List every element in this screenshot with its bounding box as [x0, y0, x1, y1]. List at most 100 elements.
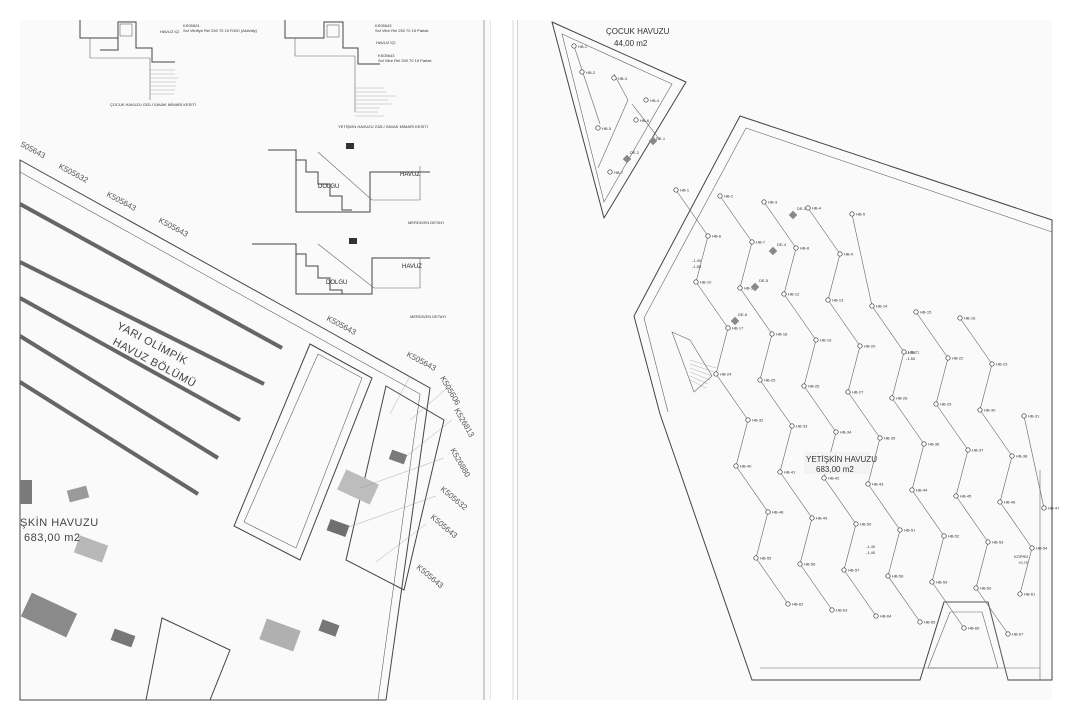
nozzle-node: [781, 291, 787, 297]
nozzle-node: [873, 613, 879, 619]
left-sheet: HAVUZ İÇİ KS05624 Sol Vitrifiye Rel 250 …: [18, 20, 492, 701]
nozzle-label: HB-31: [1028, 414, 1040, 419]
sheet-divider: [491, 20, 513, 700]
stair-structure-1: [295, 160, 430, 213]
stair-profile-2: [252, 243, 352, 295]
tile-code-leaders: [345, 375, 453, 563]
nozzle-node: [977, 407, 983, 413]
adult-pool-plan: HB-1HB-2HB-3HB-4HB-5HB-6HB-7HB-8HB-9HB-1…: [633, 115, 1060, 681]
nozzle-node: [813, 337, 819, 343]
nozzle-node: [897, 527, 903, 533]
pool-outline: [19, 159, 431, 701]
node-label: HB-2: [586, 70, 596, 75]
nozzle-label: HB-44: [916, 488, 928, 493]
nozzle-label: HB-25: [764, 378, 776, 383]
node-label: HB-5: [602, 126, 612, 131]
drain-label: DE-2: [630, 150, 640, 155]
fixture-blocks: [20, 449, 408, 652]
nozzle-label: HB-20: [864, 344, 876, 349]
pipe-line: [719, 195, 833, 611]
child-pool-name: ÇOCUK HAVUZU: [606, 27, 670, 36]
drain-label: DE-3: [797, 206, 807, 211]
nozzle-label: HB-65: [924, 620, 936, 625]
nozzle-label: HB-16: [964, 316, 976, 321]
nozzle-label: HB-26: [808, 384, 820, 389]
dolgu-label-1: DOLGU: [318, 184, 339, 190]
nozzle-label: HB-49: [816, 516, 828, 521]
nozzle-node: [845, 389, 851, 395]
drain-label: DE-6: [738, 312, 748, 317]
nozzle-node: [765, 509, 771, 515]
nozzle-label: HB-24: [720, 372, 732, 377]
stair-slope-2: [317, 243, 421, 289]
adult-pool-section-title: YETİŞKİN HAVUZU GİZLİ SAVAK MİMARİ KESİT…: [338, 124, 428, 129]
nozzle-label: HB-10: [700, 280, 712, 285]
nozzle-label: HB-32: [752, 418, 764, 423]
stair-profile-1: [268, 149, 352, 211]
nozzle-node: [901, 349, 907, 355]
nozzle-node: [769, 331, 775, 337]
nozzle-label: HB-14: [876, 304, 888, 309]
nozzle-node: [825, 297, 831, 303]
nozzle-label: HB-45: [960, 494, 972, 499]
nozzle-label: HB-27: [852, 390, 864, 395]
grate-block-1: [346, 143, 354, 149]
section-2-leaders: [355, 87, 396, 117]
section-1-leaders: [150, 69, 178, 95]
nozzle-node: [913, 309, 919, 315]
nozzle-label: HB-47: [1048, 506, 1060, 511]
nozzle-node: [749, 239, 755, 245]
nozzle-node: [801, 383, 807, 389]
nozzle-label: HB-29: [940, 402, 952, 407]
nozzle-label: HB-57: [848, 568, 860, 573]
drain-label: DE-4: [777, 242, 787, 247]
pool-label-bg: [804, 452, 870, 474]
child-pool-section-drawing: HAVUZ İÇİ KS05624 Sol Vitrifiye Rel 250 …: [79, 20, 432, 117]
havuz-ici-label-1: HAVUZ İÇİ: [160, 29, 179, 34]
nozzle-node: [889, 395, 895, 401]
nozzle-node: [865, 481, 871, 487]
nozzle-label: HB-40: [740, 464, 752, 469]
nozzle-label: HB-8: [800, 246, 810, 251]
nozzle-grid: HB-1HB-2HB-3HB-4HB-5HB-6HB-7HB-8HB-9HB-1…: [673, 187, 1060, 637]
corner-tank: [145, 617, 231, 701]
nozzle-label: HB-18: [776, 332, 788, 337]
nozzle-node: [757, 377, 763, 383]
nozzle-node: [965, 447, 971, 453]
nozzle-node: [797, 561, 803, 567]
nozzle-label: HB-28: [896, 396, 908, 401]
level-mark: -1,50: [906, 356, 916, 361]
nozzle-node: [725, 325, 731, 331]
nozzle-label: HB-43: [872, 482, 884, 487]
nozzle-node: [777, 469, 783, 475]
nozzle-label: HB-35: [884, 436, 896, 441]
adult-pool-name-partial: ŞKİN HAVUZU: [20, 516, 99, 529]
level-marks: -1,40 -1,55 -1,40 -1,50 -1,40 -1,40: [692, 258, 916, 555]
level-mark: -1,40: [692, 258, 702, 263]
nozzle-node: [945, 355, 951, 361]
nozzle-label: HB-37: [972, 448, 984, 453]
nozzle-label: HB-67: [1012, 632, 1024, 637]
nozzle-label: HB-13: [832, 298, 844, 303]
nozzle-node: [1041, 505, 1047, 511]
nozzle-node: [1029, 545, 1035, 551]
nozzle-label: HB-41: [784, 470, 796, 475]
nozzle-label: HB-21: [908, 350, 920, 355]
adult-pool-name: YETİŞKİN HAVUZU: [806, 455, 877, 464]
nozzle-node: [997, 499, 1003, 505]
nozzle-node: [673, 187, 679, 193]
adult-pool-section-drawing: YETİŞKİN HAVUZU GİZLİ SAVAK MİMARİ KESİT…: [252, 124, 446, 319]
nozzle-label: HB-36: [928, 442, 940, 447]
stair-detail-title-2: MERDİVEN DETAYI: [410, 314, 446, 319]
nozzle-label: HB-63: [836, 608, 848, 613]
nozzle-node: [833, 429, 839, 435]
nozzle-label: HB-59: [936, 580, 948, 585]
nozzle-label: HB-60: [980, 586, 992, 591]
nozzle-node: [841, 567, 847, 573]
nozzle-label: HB-15: [920, 310, 932, 315]
left-sheet-bg: [20, 20, 491, 700]
nozzle-node: [885, 573, 891, 579]
nozzle-label: HB-66: [968, 626, 980, 631]
